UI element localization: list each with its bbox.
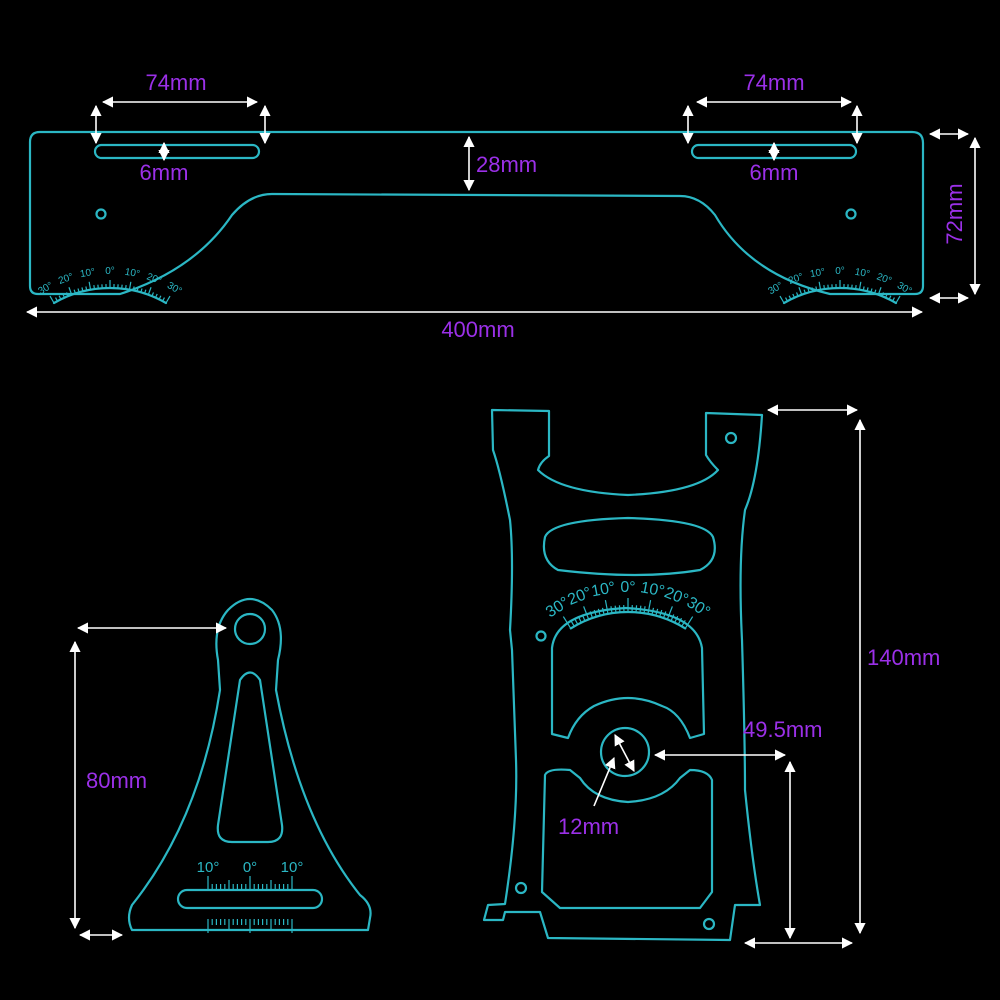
dimension-labels: 74mm 74mm 6mm 6mm 28mm 72mm 400mm 80mm 1… <box>86 70 967 839</box>
scale-tick <box>49 295 55 304</box>
label-slot-right-width: 6mm <box>750 160 799 185</box>
large-bottom-left-pin-hole <box>514 881 528 895</box>
scale-tick <box>88 281 92 290</box>
label-slot-left-length: 74mm <box>145 70 206 95</box>
label-slot-right-length: 74mm <box>743 70 804 95</box>
scale-label: 20° <box>57 271 75 287</box>
right-angle-scale: 30°20°10°0°10°20°30° <box>766 266 914 305</box>
scale-label: 10° <box>639 579 666 600</box>
scale-label: 0° <box>835 266 845 277</box>
dimension-lines <box>25 96 981 949</box>
scale-tick <box>818 281 822 290</box>
scale-tick <box>643 606 646 614</box>
scale-tick <box>614 605 617 613</box>
long-bar-outline <box>28 130 925 296</box>
label-hole-diameter: 12mm <box>558 814 619 839</box>
scale-arc <box>782 286 898 305</box>
label-small-height: 80mm <box>86 768 147 793</box>
scale-tick <box>895 295 901 304</box>
large-angle-scale: 30°20°10°0°10°20°30° <box>543 579 713 630</box>
scale-tick <box>581 614 586 622</box>
large-bottom-right-pin-hole <box>702 917 716 931</box>
scale-label: 0° <box>243 859 257 876</box>
large-side-pin-hole <box>535 630 547 642</box>
scale-tick <box>677 617 683 625</box>
scale-tick <box>147 287 152 295</box>
large-template: 30°20°10°0°10°20°30° <box>482 408 764 942</box>
large-window-upper <box>550 606 706 740</box>
scale-label: 10° <box>197 859 220 876</box>
scale-tick <box>570 619 575 627</box>
scale-arc <box>569 610 687 630</box>
scale-label: 10° <box>281 859 304 876</box>
scale-tick <box>877 287 882 295</box>
scale-label: 20° <box>875 271 893 287</box>
scale-label: 10° <box>854 267 871 280</box>
right-pin-hole <box>845 208 857 220</box>
scale-tick <box>639 605 642 613</box>
scale-tick <box>684 616 694 629</box>
scale-label: 30° <box>766 280 785 297</box>
scale-arc <box>52 286 168 305</box>
scale-tick <box>635 605 638 613</box>
scale-tick <box>573 617 579 625</box>
scale-tick <box>674 616 679 623</box>
scale-label: 10° <box>124 267 141 280</box>
scale-tick <box>618 605 621 613</box>
scale-tick <box>165 295 171 304</box>
scale-tick <box>68 287 73 295</box>
large-top-pin-hole <box>724 431 738 445</box>
scale-tick <box>610 606 613 614</box>
scale-label: 20° <box>787 271 805 287</box>
scale-label: 0° <box>105 266 115 277</box>
large-pivot-hole <box>599 726 651 778</box>
small-inner-cutout <box>216 671 284 844</box>
label-slot-left-width: 6mm <box>140 160 189 185</box>
scale-tick <box>798 287 803 295</box>
dim-hole-leader <box>593 756 616 807</box>
large-window-lower <box>540 768 714 910</box>
small-template: 10° 0° 10° <box>127 597 372 933</box>
label-bar-height: 72mm <box>942 183 967 244</box>
small-scale-slot <box>176 888 324 910</box>
left-angle-scale: 30°20°10°0°10°20°30° <box>36 266 184 305</box>
scale-label: 0° <box>620 579 635 596</box>
large-cutout-oval <box>542 516 716 577</box>
scale-tick <box>858 281 862 290</box>
scale-tick <box>128 281 132 290</box>
label-center-depth: 28mm <box>476 152 537 177</box>
scale-tick <box>562 616 572 629</box>
long-bar-template: 30°20°10°0°10°20°30° 30°20°10°0°10°20°30… <box>28 130 925 305</box>
scale-label: 10° <box>590 579 617 600</box>
scale-label: 10° <box>79 267 96 280</box>
scale-tick <box>604 599 609 614</box>
dim-hole-diameter <box>614 734 635 772</box>
scale-tick <box>647 599 652 614</box>
left-slot <box>93 143 261 160</box>
scale-tick <box>670 614 675 622</box>
scale-tick <box>779 295 785 304</box>
label-hole-offset: 49.5mm <box>743 717 822 742</box>
small-angle-scale: 10° 0° 10° <box>197 859 304 933</box>
large-template-outline <box>482 408 764 942</box>
small-pivot-hole <box>233 612 267 646</box>
small-template-outline <box>127 597 372 932</box>
scale-tick <box>583 606 590 620</box>
left-pin-hole <box>95 208 107 220</box>
scale-label: 30° <box>165 280 184 297</box>
scale-tick <box>666 606 673 620</box>
scale-tick <box>681 619 686 627</box>
scale-tick <box>577 616 582 623</box>
scale-label: 10° <box>809 267 826 280</box>
scale-label: 20° <box>145 271 163 287</box>
label-big-height: 140mm <box>867 645 940 670</box>
label-bar-length: 400mm <box>441 317 514 342</box>
